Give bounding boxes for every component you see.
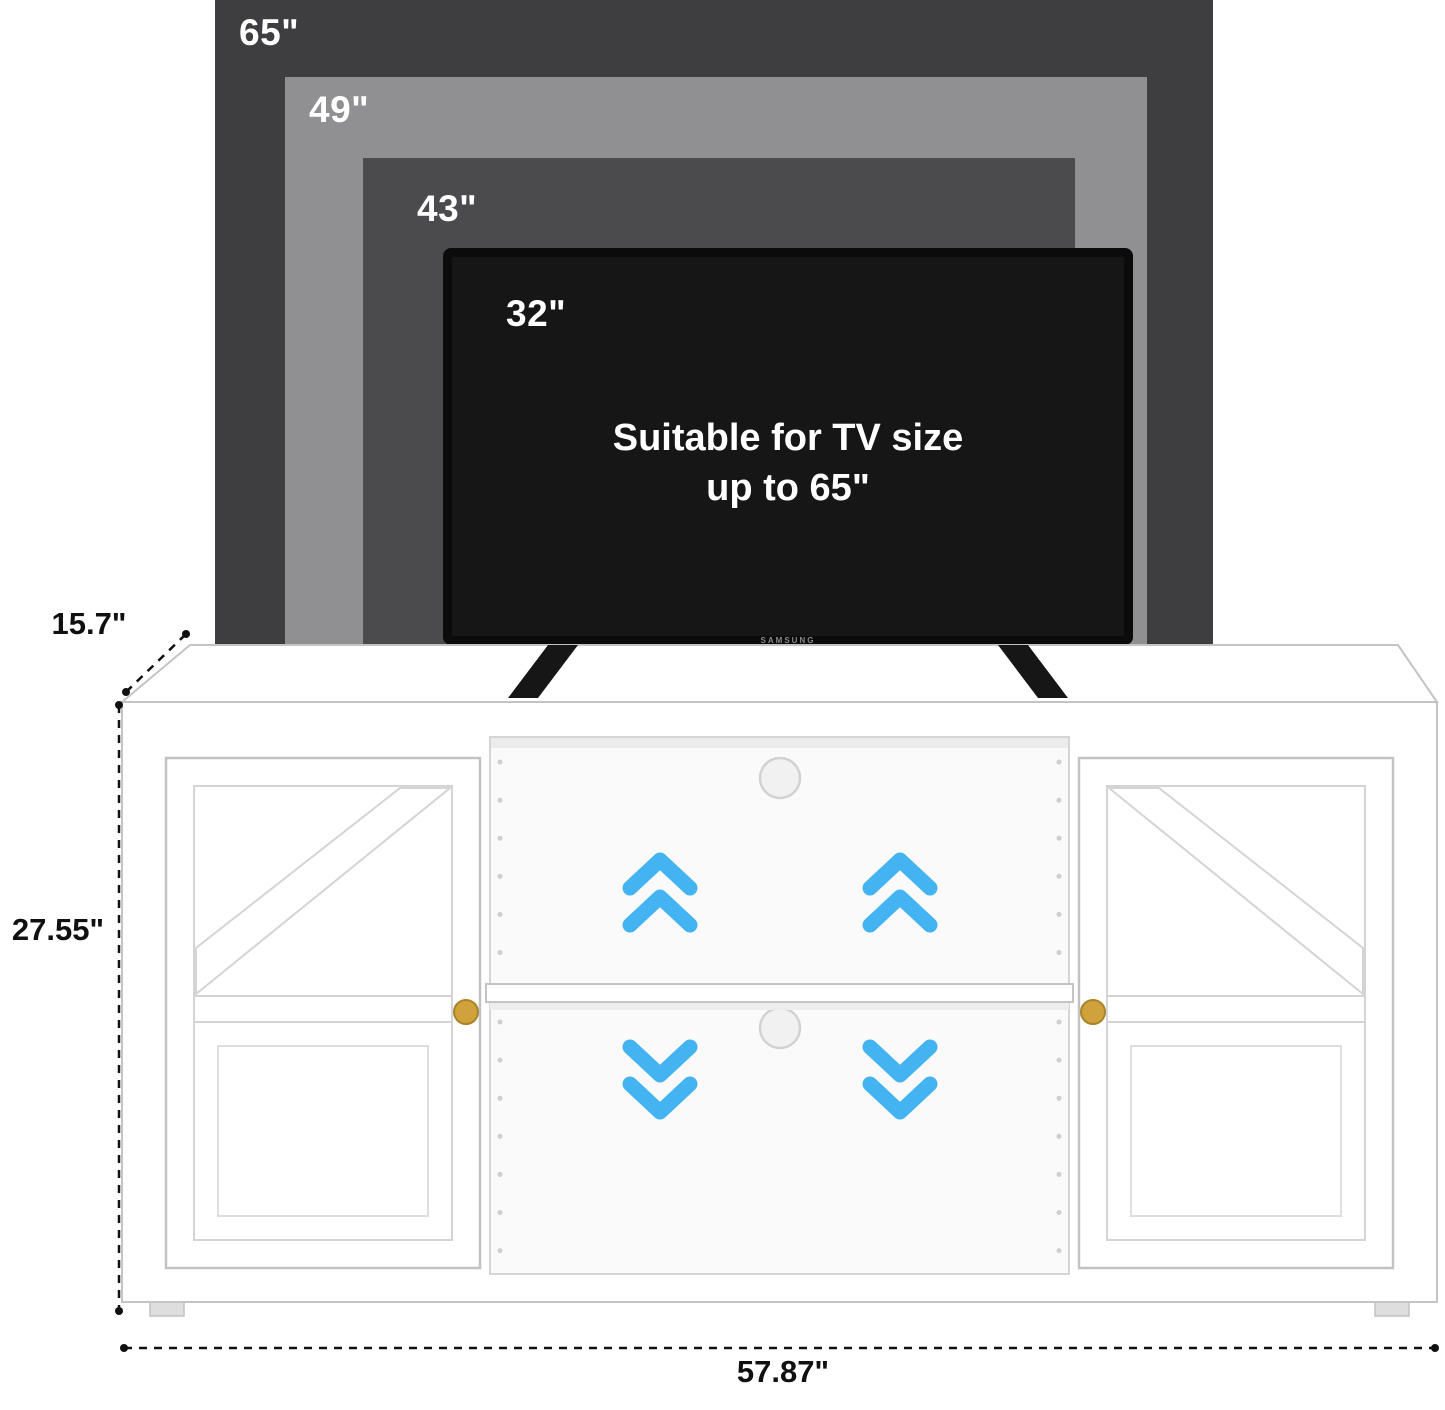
cabinet-foot-right (1374, 1301, 1410, 1317)
chevron-up-icon (862, 852, 938, 933)
cabinet-top-panel (119, 644, 1439, 703)
tv-caption-line1: Suitable for TV size (612, 417, 964, 459)
tv-size-32-label: 32" (506, 293, 567, 334)
television: 32" Suitable for TV size up to 65" SAMSU… (443, 248, 1133, 645)
cabinet-foot-left (149, 1301, 185, 1317)
tv-screen: 32" Suitable for TV size up to 65" (452, 257, 1124, 636)
door-knob-left (453, 999, 479, 1025)
chevron-down-icon (622, 1039, 698, 1120)
tv-size-49-label: 49" (309, 89, 370, 130)
right-barn-door (1077, 756, 1395, 1270)
barn-door-brace (195, 787, 453, 997)
left-barn-door (164, 756, 482, 1270)
tv-caption: Suitable for TV size up to 65" (452, 413, 1124, 513)
chevron-down-icon (862, 1039, 938, 1120)
tv-size-65-label: 65" (239, 12, 300, 53)
height-dimension-label: 27.55" (11, 912, 105, 947)
tv-leg-left (508, 645, 578, 698)
door-knob-right (1080, 999, 1106, 1025)
tv-size-43-label: 43" (417, 188, 478, 229)
cable-hole-bottom (758, 1006, 802, 1050)
dimension-line-endpoints (115, 630, 1439, 1352)
cable-hole-top (758, 756, 802, 800)
chevron-up-icon (622, 852, 698, 933)
barn-door-brace (1106, 787, 1364, 997)
width-dimension-label: 57.87" (736, 1354, 830, 1389)
depth-dimension-label: 15.7" (51, 606, 127, 641)
tv-leg-right (998, 645, 1068, 698)
tv-caption-line2: up to 65" (706, 467, 870, 510)
tv-brand-logo: SAMSUNG (760, 636, 816, 645)
adjustable-shelf (485, 983, 1074, 1010)
